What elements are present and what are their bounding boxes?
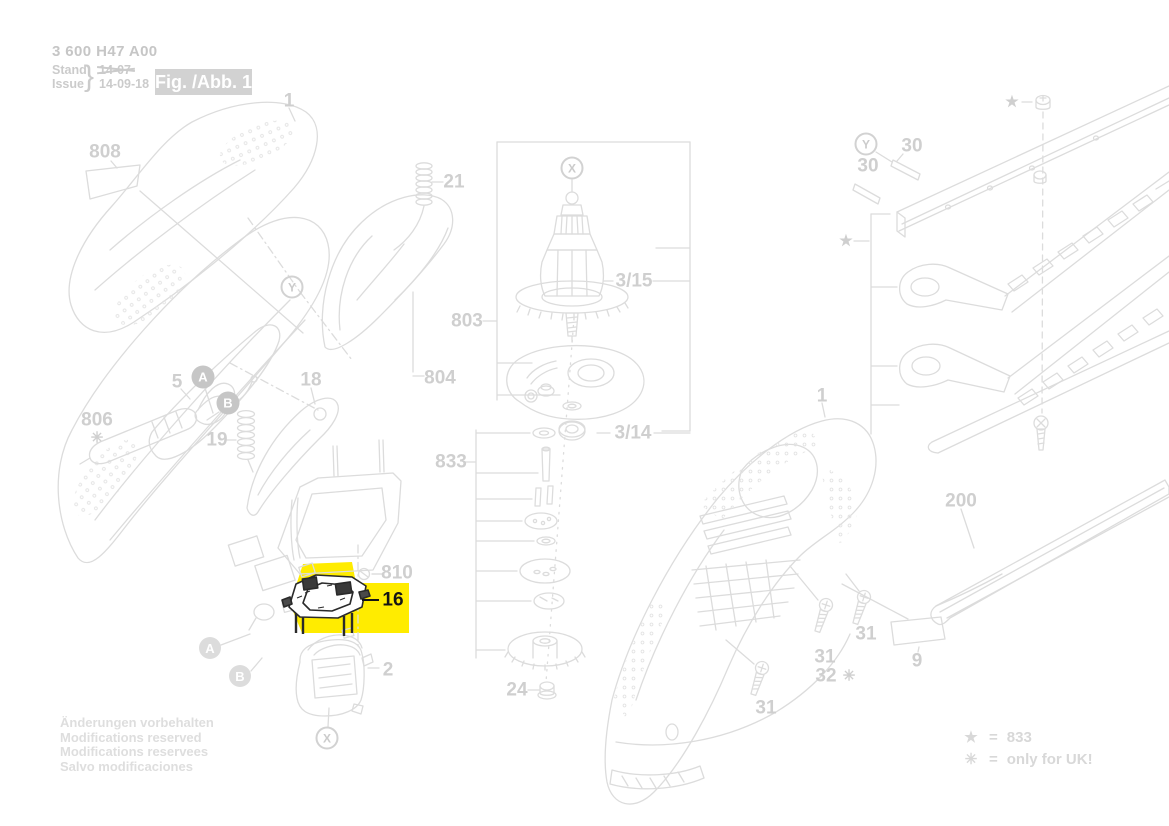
note-es: Salvo modificaciones: [60, 758, 193, 774]
callout-810: 810: [381, 562, 413, 584]
armature-drawing: [515, 179, 629, 683]
marker-Y-circle: Y: [854, 132, 878, 156]
spring-21-drawing: [393, 162, 444, 251]
marker-X-circle: X: [315, 726, 339, 750]
callout-806: 806: [81, 409, 113, 431]
legend-star-value: 833: [1006, 728, 1032, 746]
trigger-lever-drawing: [246, 387, 339, 516]
callout-2: 2: [382, 659, 394, 681]
marker-X-circle: X: [560, 156, 584, 180]
marker-A-circle: A: [191, 365, 215, 389]
housing-lower-shell-drawing: [57, 216, 330, 564]
callout-21: 21: [443, 171, 465, 193]
callout-803: 803: [451, 310, 483, 332]
figure-label: Fig. /Abb. 1: [155, 71, 252, 92]
callout-3-15: 3/15: [615, 270, 653, 292]
callout-16[interactable]: 16: [382, 589, 404, 611]
stand-label: Stand: [52, 63, 87, 77]
symbol-legend: ★ = 833 ✳ = only for UK!: [962, 728, 1093, 772]
legend-equals: =: [989, 728, 998, 746]
callout-200: 200: [945, 490, 977, 512]
star-fasteners-drawing: [1021, 94, 1051, 451]
note-de: Änderungen vorbehalten: [60, 715, 214, 730]
legend-equals: =: [989, 750, 998, 768]
callout-31: 31: [814, 646, 836, 668]
sticker-808-drawing: [85, 160, 304, 334]
asterisk-icon: ✳: [964, 751, 978, 768]
legend-asterisk-value: only for UK!: [1006, 750, 1093, 768]
part-16-drawing[interactable]: [281, 574, 379, 636]
callout-31: 31: [855, 623, 877, 645]
old-date-struck: 14-07: [96, 63, 135, 78]
screws-31-drawing: [750, 589, 872, 697]
callout-symbol: ✳: [90, 429, 104, 447]
callout-3-14: 3/14: [614, 422, 652, 444]
figure-label-box: Fig. /Abb. 1: [155, 69, 252, 95]
document-part-number: 3 600 H47 A00: [52, 43, 158, 60]
callout-symbol: ✳: [842, 667, 856, 685]
front-guard-drawing: [229, 194, 454, 411]
callout-32: 32: [815, 665, 837, 687]
blade-cover-drawing: [930, 479, 1169, 626]
brace-glyph: }: [84, 60, 95, 93]
note-fr: Modifications reservees: [60, 744, 209, 759]
callout-808: 808: [89, 141, 121, 163]
callout-symbol: ★: [839, 232, 853, 250]
callout-19: 19: [206, 429, 228, 451]
callout-30: 30: [857, 155, 879, 177]
sticker-9-drawing: [890, 616, 946, 653]
callout-9: 9: [911, 650, 923, 672]
star-icon: ★: [964, 729, 978, 746]
callout-804: 804: [424, 367, 456, 389]
stand-issue-labels: Stand Issue: [52, 63, 87, 91]
marker-B-circle: B: [229, 665, 251, 687]
callout-30: 30: [901, 135, 923, 157]
revision-dates: 14-07 14-09-18: [96, 63, 150, 91]
callout-5: 5: [171, 371, 183, 393]
callout-symbol: ★: [1005, 93, 1019, 111]
spring-19-drawing: [226, 409, 256, 473]
callout-1: 1: [816, 385, 828, 407]
issue-date: 14-09-18: [99, 76, 150, 91]
modification-notes: Änderungen vorbehalten Modifications res…: [60, 715, 214, 774]
callout-18: 18: [300, 369, 322, 391]
callout-24: 24: [506, 679, 528, 701]
callout-1: 1: [283, 90, 295, 112]
callout-833: 833: [435, 451, 467, 473]
marker-B-circle: B: [216, 391, 240, 415]
legend-row-asterisk: ✳ = only for UK!: [962, 750, 1093, 769]
legend-row-star: ★ = 833: [962, 728, 1093, 747]
blade-set-drawing: [852, 85, 1169, 454]
rear-handle-drawing: [604, 402, 909, 805]
housing-upper-shell-drawing: [68, 101, 318, 333]
bracket-lines: [412, 141, 691, 659]
stator-drawing: [295, 627, 380, 728]
callout-31: 31: [755, 697, 777, 719]
gear-stack-drawing: [504, 344, 645, 700]
issue-label: Issue: [52, 76, 84, 91]
marker-A-circle: A: [199, 637, 221, 659]
marker-Y-circle: Y: [280, 275, 304, 299]
note-en: Modifications reserved: [60, 729, 202, 745]
